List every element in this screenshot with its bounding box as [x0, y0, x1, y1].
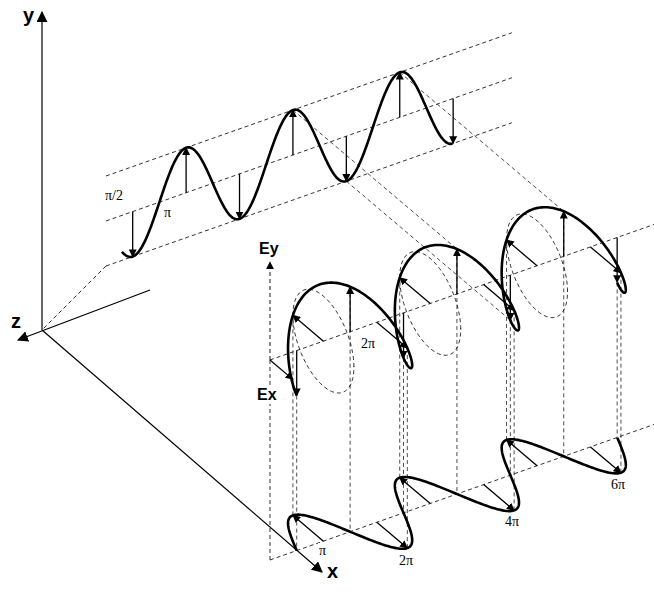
e-vector [507, 240, 537, 266]
ex-wave [288, 438, 626, 551]
projection-line [400, 72, 564, 211]
helix-circle [507, 214, 568, 318]
field-label: Ex [256, 386, 278, 404]
helix-circle [400, 252, 461, 356]
ey-vector [185, 148, 186, 193]
ex-vector [484, 485, 515, 511]
helix-wave [288, 207, 626, 395]
phase-label: 4π [504, 514, 520, 530]
ex-vector [507, 440, 537, 466]
phase-label: π [163, 205, 172, 221]
e-vector [400, 278, 431, 304]
ex-vector [400, 478, 431, 504]
field-label: Ey [258, 240, 280, 258]
field-vectors [133, 72, 621, 548]
ex-vector [377, 522, 408, 548]
projection-line [563, 211, 564, 456]
ey-vector [399, 72, 400, 117]
projection-line [456, 249, 457, 494]
ey-vector [452, 98, 453, 143]
e-vector [349, 287, 350, 332]
ey-vector [346, 136, 347, 181]
e-vector [484, 285, 515, 311]
phase-label: 2π [360, 336, 376, 352]
phase-label: 2π [398, 553, 414, 569]
e-vector [456, 249, 457, 294]
e-vector [510, 275, 511, 320]
y-axis [41, 12, 42, 330]
projection-line [293, 110, 457, 249]
x-axis [42, 330, 322, 572]
wave-curves [122, 72, 626, 551]
projection-line [296, 396, 297, 551]
ex-vector [293, 515, 324, 541]
phase-label: π [318, 543, 327, 559]
e-vector [293, 315, 324, 341]
guide-line [106, 78, 512, 221]
guide-lines [42, 33, 654, 560]
axis-label: z [10, 310, 22, 333]
guide-line [270, 417, 654, 560]
projection-line [292, 315, 293, 515]
projection-line [617, 282, 618, 437]
ey-vector [239, 174, 240, 219]
axis-label: x [326, 560, 339, 583]
e-vector [563, 211, 564, 256]
projection-line [506, 240, 507, 440]
ey-arrow [270, 262, 271, 360]
e-vector [403, 313, 404, 358]
projection-line [403, 358, 404, 513]
projection-line [399, 278, 400, 478]
projection-line [350, 287, 351, 532]
ex-vector [590, 447, 621, 473]
z-axis [18, 290, 150, 340]
guide-line [106, 33, 512, 176]
e-vector [616, 237, 617, 282]
e-vector [296, 351, 297, 396]
phase-label: 6π [610, 477, 626, 493]
phase-label: π/2 [104, 188, 124, 204]
coordinate-axes [18, 12, 322, 572]
helix-circle [293, 289, 354, 393]
axis-label: y [22, 4, 35, 27]
ey-wave [122, 72, 452, 257]
ey-vector [292, 110, 293, 155]
projection-line [510, 320, 511, 475]
guide-line [270, 217, 654, 360]
ey-vector [132, 212, 133, 257]
e-vector [590, 247, 621, 273]
guide-line [42, 266, 106, 330]
e-vector [377, 322, 408, 348]
